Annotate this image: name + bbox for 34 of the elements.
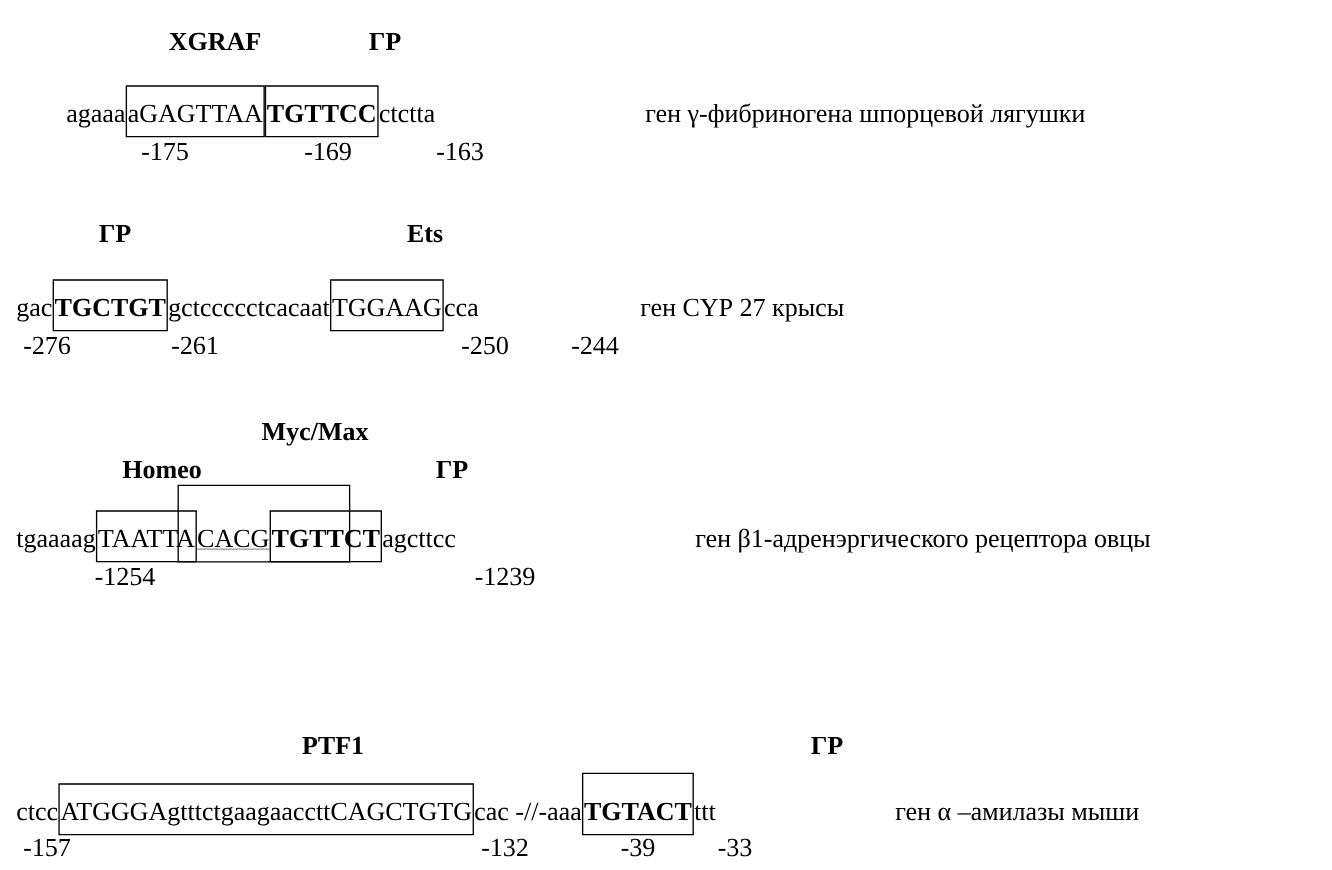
factor-name: Homeo <box>122 460 201 479</box>
site-box: TGGAAG <box>330 279 444 332</box>
factor-name: ГР <box>99 224 131 242</box>
position-number: -33 <box>718 838 752 857</box>
factor-name: ГР <box>369 33 401 50</box>
position-number: -132 <box>482 838 528 857</box>
position-number: -175 <box>142 142 188 161</box>
gene-name: ген β1-адренэргического рецептора овцы <box>695 528 1150 553</box>
sequence-text: cac -//-aaa <box>475 802 582 821</box>
factor-name: ГР <box>436 460 468 478</box>
site-box: TGTTCC <box>264 85 379 138</box>
position-number: -157 <box>24 838 71 857</box>
sequence-text: agcttcc <box>383 532 456 553</box>
gene-name: ген α –амилазы мыши <box>895 807 1139 821</box>
position-number: -244 <box>572 336 619 354</box>
factor-name: ГР <box>811 737 843 754</box>
position-number: -250 <box>462 336 508 355</box>
gene-name: ген γ-фибриногена шпорцевой лягушки <box>645 103 1085 128</box>
factor-name: Myc/Max <box>262 422 369 446</box>
position-number: -163 <box>437 142 483 161</box>
sequence-text: gctccccctcacaat <box>169 301 330 322</box>
factor-name: Ets <box>407 224 443 243</box>
site-box: TGCTGT <box>52 279 168 332</box>
gene-name: ген CYP 27 крысы <box>640 298 844 322</box>
site-box: TGTACT <box>582 772 694 836</box>
position-number: -261 <box>172 336 218 355</box>
position-number: -1254 <box>95 567 155 586</box>
position-number: -169 <box>305 142 351 161</box>
site-box: ATGGGAgtttctgaagaaccttCAGCTGTG <box>58 783 474 836</box>
factor-name: XGRAF <box>169 32 260 51</box>
factor-name: PTF1 <box>302 736 363 754</box>
site-box: aGAGTTAA <box>125 85 265 138</box>
position-number: -276 <box>24 336 71 355</box>
position-number: -1239 <box>475 567 535 586</box>
